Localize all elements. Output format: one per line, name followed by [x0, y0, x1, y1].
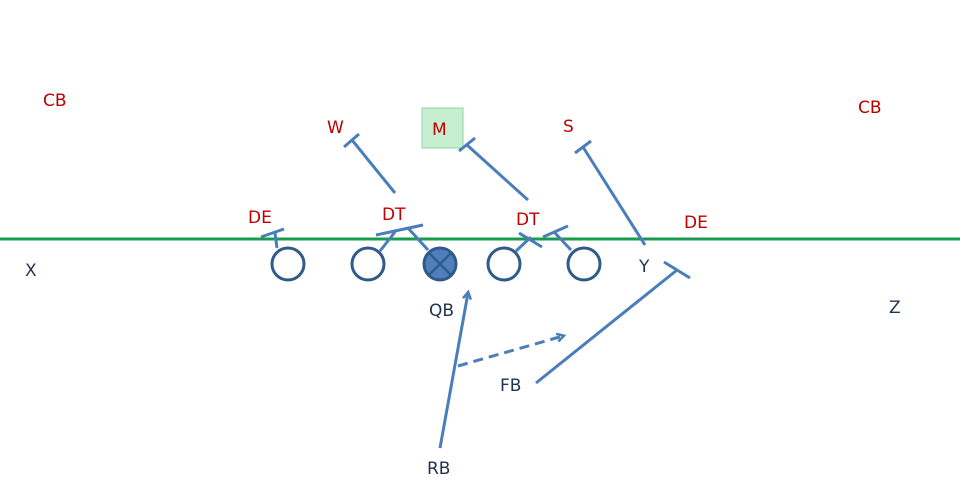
label-z: Z	[889, 298, 901, 318]
label-x: X	[25, 261, 37, 281]
label-s: S	[563, 117, 574, 137]
label-cb-right: CB	[858, 98, 882, 118]
right-tackle	[566, 246, 602, 282]
rb-option-dashed-arrow	[457, 336, 563, 368]
block-fb-de	[535, 260, 691, 385]
label-y: Y	[638, 257, 650, 277]
block-center-dt	[406, 226, 430, 252]
block-rt-dt	[542, 224, 573, 252]
block-rg-dt	[514, 231, 543, 253]
block-lg-dt	[375, 223, 424, 252]
label-de-left: DE	[248, 208, 272, 228]
block-dt-m	[458, 136, 530, 202]
label-rb: RB	[427, 459, 450, 479]
label-cb-left: CB	[43, 91, 67, 111]
left-tackle	[270, 246, 306, 282]
label-dt-left: DT	[382, 205, 406, 225]
label-w: W	[327, 118, 344, 138]
label-qb: QB	[429, 301, 454, 321]
mike-highlight-box	[421, 107, 464, 149]
label-m: M	[432, 120, 447, 140]
left-guard	[350, 246, 386, 282]
block-y-s	[574, 139, 647, 246]
rb-run-arrow	[438, 293, 468, 449]
right-guard	[486, 246, 522, 282]
block-dt-w	[343, 132, 397, 194]
label-dt-right: DT	[516, 210, 540, 230]
label-fb: FB	[500, 376, 521, 396]
center	[422, 246, 458, 282]
label-de-right: DE	[684, 213, 708, 233]
block-lt-de	[260, 227, 285, 249]
